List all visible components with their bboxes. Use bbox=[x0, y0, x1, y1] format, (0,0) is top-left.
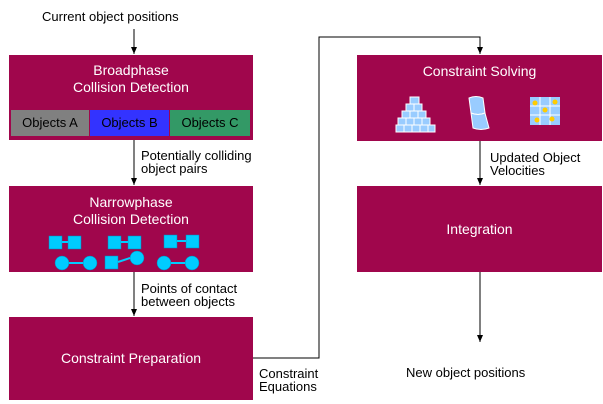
input-label: Current object positions bbox=[42, 9, 179, 24]
constraint-preparation-title: Constraint Preparation bbox=[60, 350, 202, 366]
objects-a-chip: Objects A bbox=[11, 110, 89, 136]
equations-label-line1: Constraint bbox=[259, 366, 319, 381]
contact-pair-icon-1 bbox=[48, 235, 98, 271]
pairs-label-line2: object pairs bbox=[141, 161, 208, 176]
velocities-label-line1: Updated Object bbox=[490, 150, 581, 165]
broadphase-title-line1: Broadphase bbox=[93, 62, 169, 78]
broadphase-title-line2: Collision Detection bbox=[73, 79, 189, 95]
contact-pair-icon-3 bbox=[156, 234, 200, 271]
objects-b-chip: Objects B bbox=[90, 110, 169, 136]
contacts-label: Points of contact between objects bbox=[141, 282, 237, 308]
constraint-preparation-box: Constraint Preparation bbox=[9, 317, 253, 400]
cloth-icon bbox=[468, 96, 490, 130]
contact-pair-icon-2 bbox=[104, 235, 145, 270]
velocities-label: Updated Object Velocities bbox=[490, 151, 580, 177]
integration-box: Integration bbox=[357, 186, 602, 272]
objects-c-chip: Objects C bbox=[170, 110, 250, 136]
pairs-label: Potentially colliding object pairs bbox=[141, 149, 252, 175]
arrow-preparation-solving bbox=[253, 36, 483, 359]
equations-label-line2: Equations bbox=[259, 379, 317, 394]
pairs-label-line1: Potentially colliding bbox=[141, 148, 252, 163]
velocities-label-line2: Velocities bbox=[490, 163, 545, 178]
constraint-solving-title: Constraint Solving bbox=[422, 63, 537, 79]
contacts-label-line2: between objects bbox=[141, 294, 235, 309]
narrowphase-title-line2: Collision Detection bbox=[73, 211, 189, 227]
stacked-blocks-icon bbox=[395, 96, 436, 133]
output-label: New object positions bbox=[406, 365, 526, 380]
integration-title: Integration bbox=[446, 221, 513, 237]
contacts-label-line1: Points of contact bbox=[141, 281, 238, 296]
narrowphase-title-line1: Narrowphase bbox=[89, 194, 173, 210]
grid-particles-icon bbox=[530, 97, 560, 125]
equations-label: Constraint Equations bbox=[259, 367, 318, 393]
